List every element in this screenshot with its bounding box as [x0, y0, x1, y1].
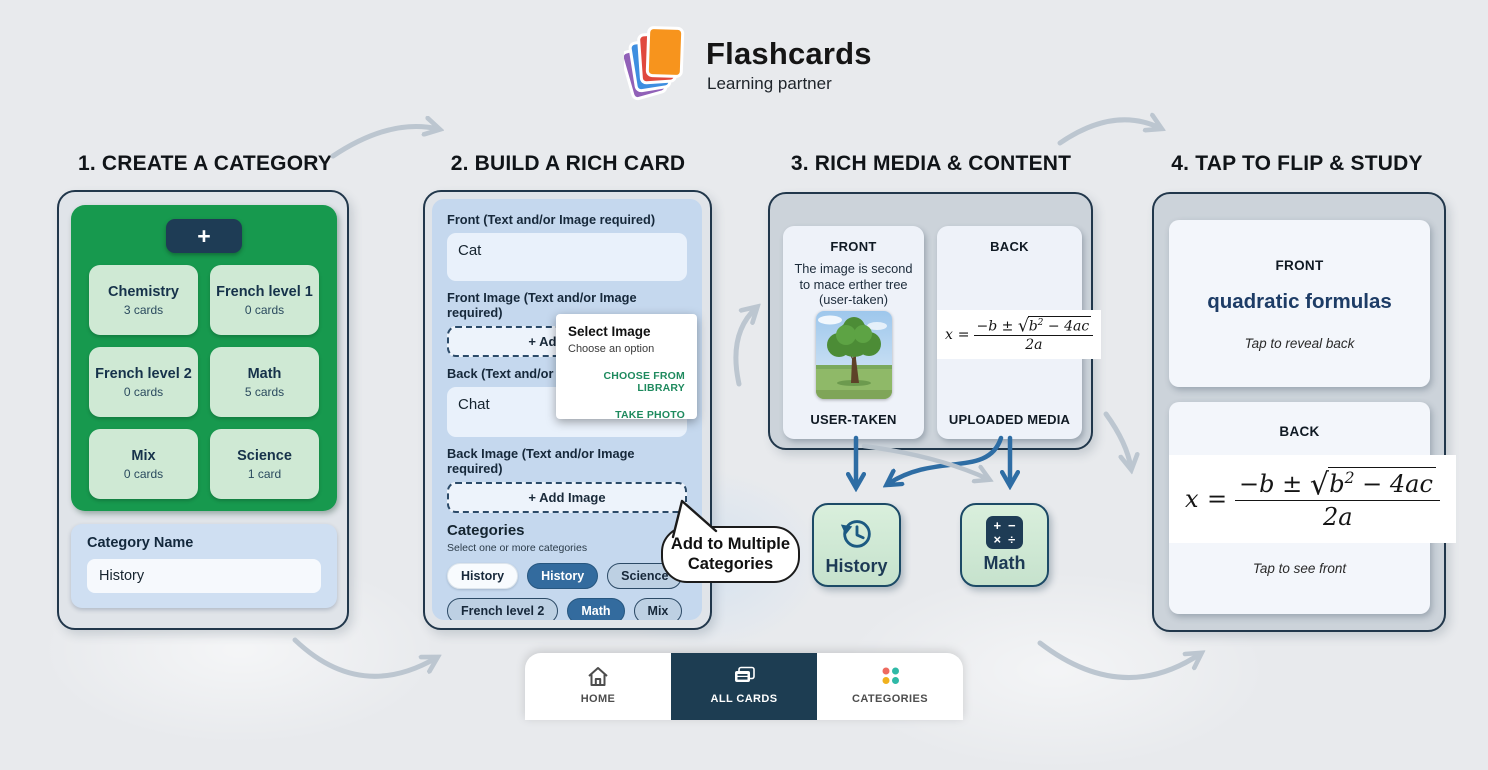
- flip-hint-front: Tap to reveal back: [1244, 336, 1355, 351]
- user-taken-tag: USER-TAKEN: [810, 412, 897, 427]
- front-text-input[interactable]: Cat: [447, 233, 687, 281]
- tree-photo: [815, 310, 892, 399]
- flashcards-logo-icon: [624, 26, 685, 101]
- card-front-text: quadratic formulas: [1207, 290, 1392, 313]
- nav-tab-categories[interactable]: CATEGORIES: [817, 653, 963, 720]
- back-add-image-button[interactable]: + Add Image: [447, 482, 687, 513]
- callout-tail: [671, 499, 718, 539]
- nav-tab-all-cards[interactable]: ALL CARDS: [671, 653, 817, 720]
- app-subtitle: Learning partner: [707, 74, 832, 93]
- infographic-canvas: { "header": { "app_title": "Flashcards",…: [40, 26, 1457, 770]
- chip-mix[interactable]: Mix: [633, 598, 683, 620]
- step1-panel: + Chemistry 3 cards French level 1 0 car…: [57, 190, 349, 630]
- step4-heading: 4. TAP TO FLIP & STUDY: [1171, 152, 1423, 175]
- study-card-front[interactable]: FRONT quadratic formulas Tap to reveal b…: [1169, 220, 1430, 387]
- popup-title: Select Image: [568, 324, 651, 339]
- bottom-nav: HOME ALL CARDS CATEGORIES: [525, 653, 963, 720]
- cards-icon: [735, 666, 755, 682]
- front-media-card[interactable]: FRONT The image is second to mace erther…: [783, 226, 924, 439]
- choose-from-library-button[interactable]: CHOOSE FROM LIBRARY: [603, 370, 685, 394]
- step2-panel: Front (Text and/or Image required) Cat F…: [423, 190, 712, 630]
- math-icon: +−×÷: [986, 516, 1023, 549]
- category-tile-math[interactable]: Math 5 cards: [210, 347, 319, 417]
- step3-heading: 3. RICH MEDIA & CONTENT: [790, 152, 1072, 175]
- add-category-button[interactable]: +: [166, 219, 242, 253]
- chip-math-selected[interactable]: Math: [567, 598, 625, 620]
- categories-dots-icon: [882, 667, 899, 684]
- category-name-box: Category Name: [71, 524, 337, 608]
- category-name-input[interactable]: [87, 559, 321, 593]
- step2-heading: 2. BUILD A RICH CARD: [450, 152, 686, 175]
- categories-hint: Select one or more categories: [447, 542, 588, 554]
- take-photo-button[interactable]: TAKE PHOTO: [615, 409, 685, 421]
- category-board: + Chemistry 3 cards French level 1 0 car…: [71, 205, 337, 511]
- step3-panel: FRONT The image is second to mace erther…: [768, 192, 1102, 450]
- front-label: Front (Text and/or Image required): [447, 212, 656, 227]
- app-title: Flashcards: [706, 36, 872, 71]
- chip-french2[interactable]: French level 2: [447, 598, 559, 620]
- chip-history[interactable]: History: [447, 563, 519, 589]
- history-icon: [840, 519, 871, 548]
- chip-row: History History Science: [447, 563, 687, 589]
- back-image-label: Back Image (Text and/or Image required): [447, 446, 635, 476]
- categories-label: Categories: [447, 522, 525, 539]
- category-name-label: Category Name: [87, 535, 194, 551]
- chip-row: French level 2 Math Mix: [447, 598, 687, 620]
- category-grid: Chemistry 3 cards French level 1 0 cards…: [89, 265, 319, 499]
- step4-panel: FRONT quadratic formulas Tap to reveal b…: [1152, 192, 1457, 632]
- category-tile-french2[interactable]: French level 2 0 cards: [89, 347, 198, 417]
- uploaded-media-tag: UPLOADED MEDIA: [948, 412, 1071, 427]
- category-tile-science[interactable]: Science 1 card: [210, 429, 319, 499]
- nav-tab-home[interactable]: HOME: [525, 653, 671, 720]
- history-category-button[interactable]: History: [812, 503, 901, 587]
- category-tile-mix[interactable]: Mix 0 cards: [89, 429, 198, 499]
- front-image-label: Front Image (Text and/or Image required): [447, 290, 637, 320]
- flip-hint-back: Tap to see front: [1252, 560, 1347, 576]
- chip-history-selected[interactable]: History: [527, 563, 599, 589]
- math-category-button[interactable]: +−×÷ Math: [960, 503, 1049, 587]
- category-tile-chemistry[interactable]: Chemistry 3 cards: [89, 265, 198, 335]
- category-tile-french1[interactable]: French level 1 0 cards: [210, 265, 319, 335]
- home-icon: [588, 667, 608, 686]
- popup-subtitle: Choose an option: [568, 343, 655, 355]
- step1-heading: 1. CREATE A CATEGORY: [77, 152, 333, 175]
- select-image-popup: Select Image Choose an option CHOOSE FRO…: [556, 314, 697, 421]
